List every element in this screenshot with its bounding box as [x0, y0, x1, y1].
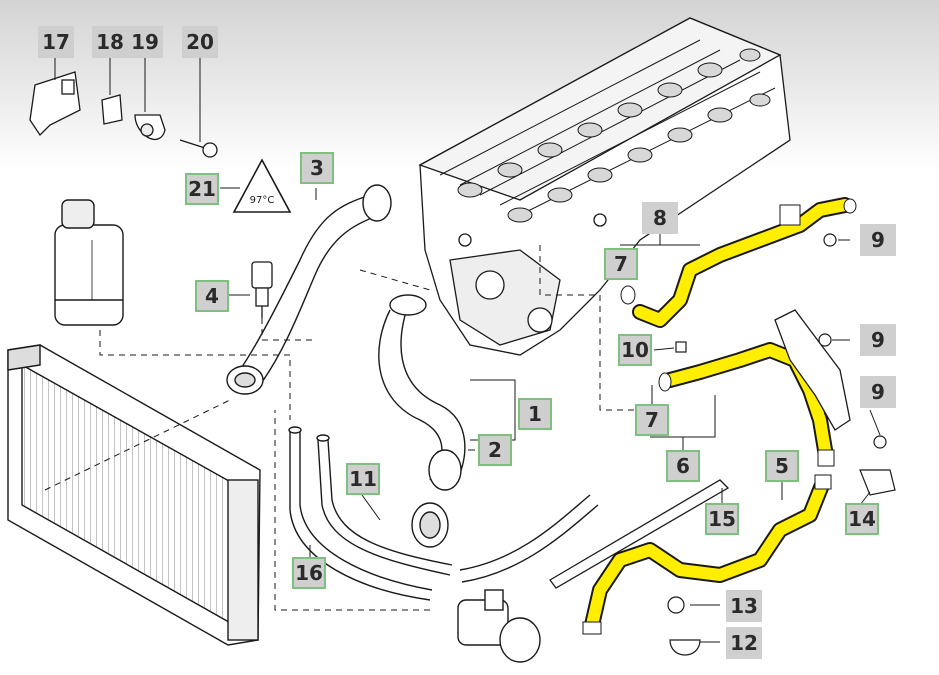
callout-16: 16 — [292, 557, 326, 589]
radiator — [7, 344, 261, 646]
callout-10: 10 — [618, 334, 652, 366]
callout-20: 20 — [182, 26, 218, 58]
cable-tie — [549, 479, 730, 589]
callout-17: 17 — [38, 26, 74, 58]
callout-6: 6 — [666, 450, 700, 482]
warning-sign-text: 97°C — [250, 195, 275, 206]
callout-9-top: 9 — [860, 224, 896, 256]
engine-cylinder-head — [418, 17, 791, 356]
callout-8: 8 — [642, 202, 678, 234]
expansion-tank — [54, 199, 124, 326]
callout-14: 14 — [845, 503, 879, 535]
water-pump — [457, 589, 541, 663]
callout-9-middle: 9 — [860, 324, 896, 356]
callout-4: 4 — [195, 280, 229, 312]
callout-7-lower: 7 — [635, 404, 669, 436]
hose-8-highlighted — [620, 197, 857, 328]
dashed-guide-lines — [44, 245, 640, 611]
mounting-bracket — [774, 309, 851, 431]
upper-radiator-hose — [226, 184, 392, 395]
callout-13: 13 — [726, 590, 762, 622]
lower-radiator-hose — [378, 294, 466, 548]
clip-part-18 — [101, 94, 123, 125]
screw-part-20 — [179, 139, 218, 158]
callout-5: 5 — [765, 450, 799, 482]
callout-15: 15 — [705, 503, 739, 535]
callout-18: 18 — [92, 26, 128, 58]
callout-1: 1 — [518, 398, 552, 430]
bracket-part-17 — [29, 71, 81, 137]
hose-6-highlighted — [658, 342, 835, 467]
callout-2: 2 — [478, 434, 512, 466]
callout-21: 21 — [185, 173, 219, 205]
bolt-parts — [667, 233, 896, 656]
callout-19: 19 — [127, 26, 163, 58]
hose-5-highlighted — [582, 474, 832, 635]
callout-11: 11 — [346, 463, 380, 495]
coolant-pipes — [288, 426, 599, 601]
clamp-part-19 — [134, 114, 166, 141]
callout-12: 12 — [726, 627, 762, 659]
temperature-sensor — [251, 261, 273, 318]
warning-sign-21: 97°C — [232, 158, 292, 213]
callout-9-lower: 9 — [860, 376, 896, 408]
callout-3: 3 — [300, 152, 334, 184]
callout-7-upper: 7 — [604, 248, 638, 280]
